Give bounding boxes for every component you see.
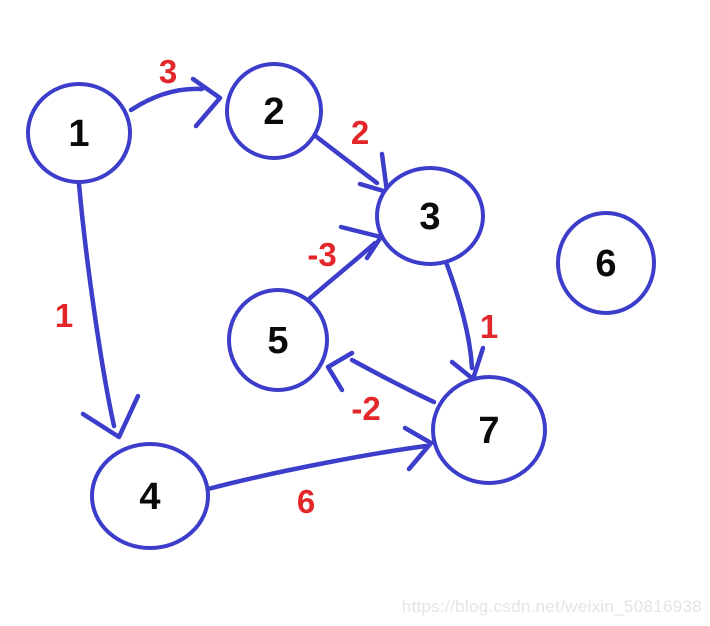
node-label-5: 5: [267, 320, 288, 362]
edge-3-7: 1: [443, 259, 498, 382]
node-circle-2: [225, 62, 323, 160]
arrowhead-icon-4-7: [402, 425, 434, 472]
node-1: 1: [26, 82, 132, 184]
edge-2-3: 2: [310, 114, 390, 195]
node-6: 6: [556, 211, 656, 315]
edge-4-7: 6: [205, 425, 434, 520]
node-3: 3: [375, 166, 485, 266]
arrowhead-icon-7-5: [325, 350, 355, 393]
edge-weight-1-4: 1: [55, 297, 73, 334]
edge-line-3-7: [443, 259, 475, 371]
node-label-1: 1: [68, 113, 89, 155]
node-5: 5: [227, 288, 329, 392]
edge-line-2-3: [310, 131, 380, 186]
node-circle-7: [431, 375, 547, 485]
node-label-6: 6: [595, 243, 616, 285]
edge-weight-3-7: 1: [480, 308, 498, 345]
edge-5-3: -3: [305, 224, 384, 303]
edge-line-7-5: [349, 357, 437, 405]
node-circle-4: [90, 442, 210, 550]
node-label-7: 7: [478, 410, 499, 452]
edge-line-1-4: [76, 181, 117, 429]
edge-line-1-2: [128, 86, 205, 113]
edge-weight-7-5: -2: [351, 390, 380, 427]
edge-weight-2-3: 2: [351, 114, 369, 151]
node-2: 2: [225, 62, 323, 160]
node-circle-6: [556, 211, 656, 315]
edge-weight-5-3: -3: [307, 236, 336, 273]
edge-1-4: 1: [55, 181, 141, 440]
edge-line-5-3: [305, 240, 378, 303]
arrowhead-icon-1-2: [190, 76, 223, 129]
edge-weight-4-7: 6: [297, 483, 315, 520]
edge-1-2: 3: [128, 53, 223, 129]
node-circle-1: [26, 82, 132, 184]
csdn-watermark: https://blog.csdn.net/weixin_50816938: [401, 597, 702, 616]
node-label-4: 4: [139, 476, 160, 518]
node-circle-5: [227, 288, 329, 392]
node-label-3: 3: [419, 196, 440, 238]
node-circle-3: [375, 166, 485, 266]
edge-line-4-7: [205, 443, 429, 492]
arrowhead-icon-3-7: [449, 345, 486, 382]
arrowhead-icon-1-4: [80, 393, 141, 440]
edge-7-5: -2: [325, 350, 437, 427]
edge-weight-1-2: 3: [159, 53, 177, 90]
node-7: 7: [431, 375, 547, 485]
node-label-2: 2: [263, 91, 284, 133]
node-4: 4: [90, 442, 210, 550]
